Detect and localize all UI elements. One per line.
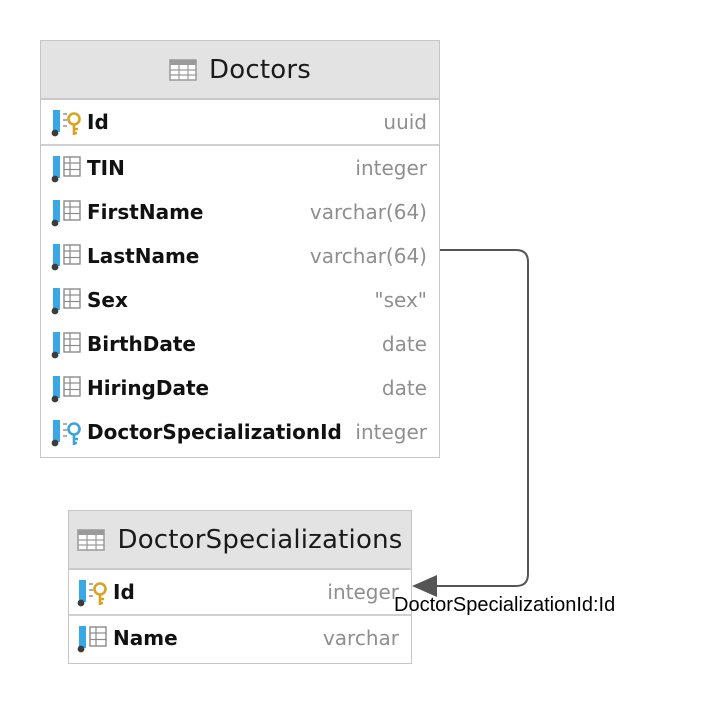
table-icon xyxy=(169,59,197,81)
relationship-label: DoctorSpecializationId:Id xyxy=(394,594,616,616)
column-type: date xyxy=(381,376,427,400)
column-type: integer xyxy=(327,580,399,604)
column-type: "sex" xyxy=(374,288,427,312)
table-icon xyxy=(77,529,105,551)
column-name: TIN xyxy=(87,156,125,180)
column-icon xyxy=(51,329,85,359)
column-type: date xyxy=(381,332,427,356)
column-row-tin[interactable]: TIN integer xyxy=(41,146,439,190)
foreign-key-icon xyxy=(51,417,85,447)
column-name: Id xyxy=(113,580,135,604)
column-row-id[interactable]: Id integer xyxy=(69,570,411,616)
column-name: DoctorSpecializationId xyxy=(87,420,342,444)
column-type: integer xyxy=(355,420,427,444)
column-name: BirthDate xyxy=(87,332,196,356)
column-name: Id xyxy=(87,110,109,134)
column-type: varchar xyxy=(322,626,399,650)
table-title: DoctorSpecializations xyxy=(117,524,403,555)
column-type: varchar(64) xyxy=(309,200,427,224)
column-row-id[interactable]: Id uuid xyxy=(41,100,439,146)
doctorspecializations-table[interactable]: DoctorSpecializations Id integer Name va… xyxy=(68,510,412,664)
column-name: HiringDate xyxy=(87,376,210,400)
doctorspecializations-table-header[interactable]: DoctorSpecializations xyxy=(69,511,411,570)
connector-line xyxy=(436,249,529,587)
doctors-table-header[interactable]: Doctors xyxy=(41,41,439,100)
column-icon xyxy=(51,241,85,271)
column-row-name[interactable]: Name varchar xyxy=(69,616,411,660)
column-row-birthdate[interactable]: BirthDate date xyxy=(41,322,439,366)
column-row-sex[interactable]: Sex "sex" xyxy=(41,278,439,322)
column-icon xyxy=(51,197,85,227)
column-name: LastName xyxy=(87,244,200,268)
column-icon xyxy=(51,153,85,183)
column-row-hiringdate[interactable]: HiringDate date xyxy=(41,366,439,410)
column-type: uuid xyxy=(383,110,427,134)
column-icon xyxy=(77,623,111,653)
column-icon xyxy=(51,285,85,315)
table-title: Doctors xyxy=(209,54,311,85)
primary-key-icon xyxy=(51,107,85,137)
column-name: FirstName xyxy=(87,200,204,224)
column-row-firstname[interactable]: FirstName varchar(64) xyxy=(41,190,439,234)
column-name: Name xyxy=(113,626,178,650)
column-type: varchar(64) xyxy=(309,244,427,268)
column-name: Sex xyxy=(87,288,128,312)
primary-key-icon xyxy=(77,577,111,607)
column-row-doctorspecializationid[interactable]: DoctorSpecializationId integer xyxy=(41,410,439,454)
column-icon xyxy=(51,373,85,403)
column-row-lastname[interactable]: LastName varchar(64) xyxy=(41,234,439,278)
column-type: integer xyxy=(355,156,427,180)
doctors-table[interactable]: Doctors Id uuid TIN integer FirstName va… xyxy=(40,40,440,458)
